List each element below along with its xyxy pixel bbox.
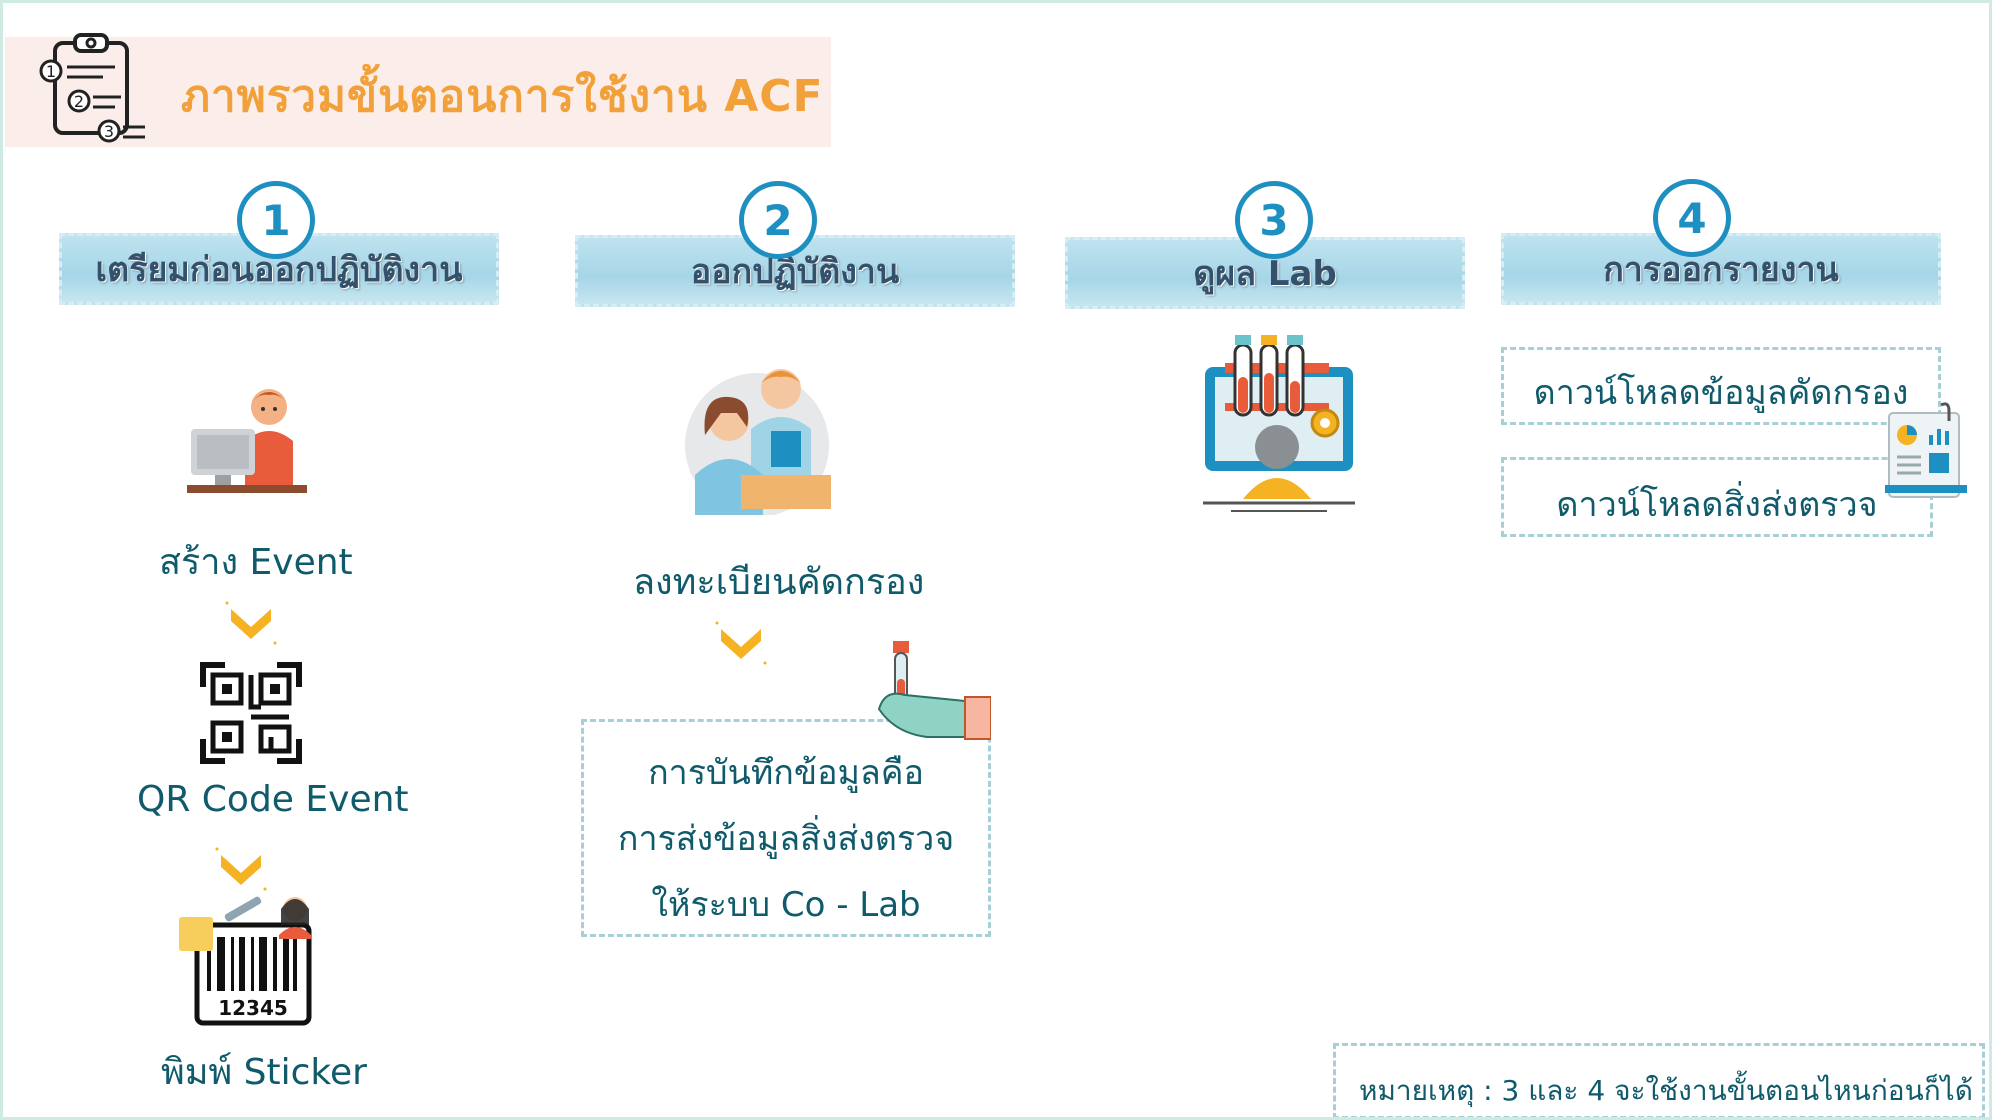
- lab-record-box: [581, 719, 991, 937]
- step-1-number-badge: 1: [237, 181, 315, 259]
- step-4-bar: การออกรายงาน: [1501, 233, 1941, 305]
- step-4-label: การออกรายงาน: [1603, 250, 1839, 290]
- gloved-hand-test-tube-icon: [877, 641, 991, 740]
- record-line-1: การบันทึกข้อมูลคือ: [648, 753, 924, 793]
- title-band: [5, 37, 831, 147]
- step-4-number-badge: 4: [1653, 179, 1731, 257]
- page-title: ภาพรวมขั้นตอนการใช้งาน ACF: [181, 71, 824, 122]
- svg-text:2: 2: [74, 92, 84, 111]
- barcode-sticker-icon: 12345: [179, 896, 312, 1026]
- download-screening-link[interactable]: ดาวน์โหลดข้อมูลคัดกรอง: [1533, 373, 1909, 413]
- chevron-down-icon: [225, 601, 277, 645]
- register-screening-label: ลงทะเบียนคัดกรอง: [633, 562, 925, 603]
- step-1-bar: เตรียมก่อนออกปฏิบัติงาน: [59, 233, 499, 305]
- step-2-label: ออกปฏิบัติงาน: [690, 252, 900, 292]
- qr-code-event-label: QR Code Event: [137, 779, 409, 820]
- step-3-label: ดูผล Lab: [1193, 254, 1337, 294]
- chevron-down-icon: [215, 847, 267, 891]
- chevron-down-icon: [715, 621, 767, 665]
- download-screening-box[interactable]: [1501, 347, 1941, 425]
- registration-meeting-icon: [685, 369, 831, 515]
- barcode-digits: 12345: [218, 996, 288, 1020]
- note-text: หมายเหตุ : 3 และ 4 จะใช้งานขั้นตอนไหนก่อ…: [1359, 1074, 1973, 1107]
- step-3-number-badge: 3: [1235, 181, 1313, 259]
- step-3-bar: ดูผล Lab: [1065, 237, 1465, 309]
- report-document-icon: [1885, 402, 1967, 498]
- record-line-2: การส่งข้อมูลสิ่งส่งตรวจ: [617, 819, 955, 859]
- download-specimen-link[interactable]: ดาวน์โหลดสิ่งส่งตรวจ: [1556, 485, 1878, 525]
- step-2-number-badge: 2: [739, 181, 817, 259]
- create-event-label: สร้าง Event: [159, 542, 353, 583]
- record-line-3: ให้ระบบ Co - Lab: [651, 885, 921, 925]
- lab-results-monitor-icon: [1203, 335, 1355, 512]
- print-sticker-label: พิมพ์ Sticker: [161, 1052, 367, 1093]
- svg-text:3: 3: [104, 122, 114, 141]
- qr-code-icon: [200, 662, 302, 764]
- numbered-checklist-icon: 1 2 3: [39, 33, 145, 143]
- person-at-computer-icon: [187, 389, 307, 493]
- step-2-bar: ออกปฏิบัติงาน: [575, 235, 1015, 307]
- svg-text:1: 1: [46, 62, 56, 81]
- note-box: [1333, 1043, 1985, 1117]
